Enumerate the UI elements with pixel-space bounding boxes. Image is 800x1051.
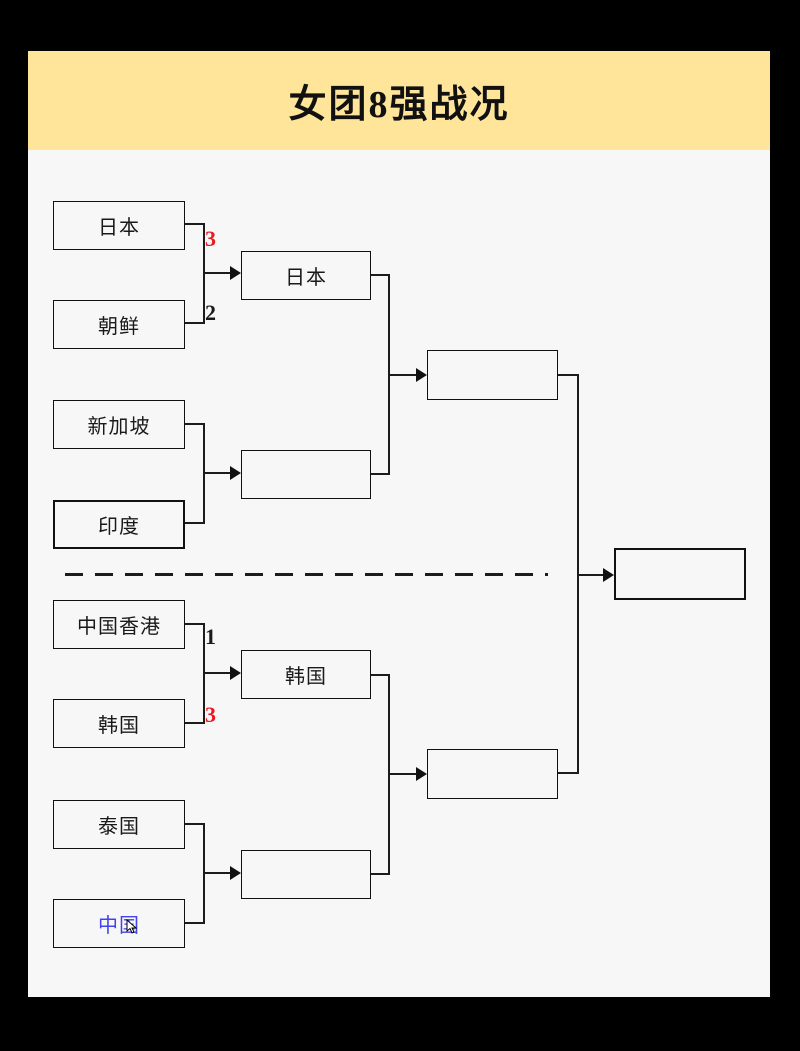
connector-line — [558, 772, 579, 774]
connector-line — [185, 522, 205, 524]
team-label: 朝鲜 — [98, 316, 140, 338]
team-box-south-korea: 韩国 — [53, 699, 185, 748]
team-box-north-korea: 朝鲜 — [53, 300, 185, 349]
arrowhead-icon — [230, 866, 241, 880]
connector-line — [185, 623, 205, 625]
semifinal-box-empty-1 — [241, 450, 371, 499]
connector-line — [185, 722, 205, 724]
team-label: 日本 — [98, 217, 140, 239]
connector-line — [185, 423, 205, 425]
header-band: 女团8强战况 — [28, 51, 770, 150]
team-label: 中国香港 — [77, 616, 161, 638]
team-label: 泰国 — [98, 816, 140, 838]
semifinal-box-korea: 韩国 — [241, 650, 371, 699]
connector-line — [203, 272, 231, 274]
team-label-china: 中国 — [98, 915, 140, 937]
arrowhead-icon — [603, 568, 614, 582]
half-divider-dashed-line — [65, 573, 548, 576]
connector-line — [203, 672, 231, 674]
connector-line — [371, 473, 390, 475]
team-label: 韩国 — [285, 666, 327, 688]
score-south-korea: 3 — [205, 702, 216, 727]
connector-line — [185, 823, 205, 825]
team-box-japan: 日本 — [53, 201, 185, 250]
score-japan: 3 — [205, 226, 216, 251]
team-label: 印度 — [98, 516, 140, 538]
semifinal-winner-box-top — [427, 350, 558, 400]
semifinal-box-empty-2 — [241, 850, 371, 899]
team-box-thailand: 泰国 — [53, 800, 185, 849]
team-label: 新加坡 — [87, 416, 151, 438]
connector-line — [371, 674, 390, 676]
connector-line — [558, 374, 579, 376]
team-box-india: 印度 — [53, 500, 185, 549]
connector-line — [371, 873, 390, 875]
team-box-china: 中国 — [53, 899, 185, 948]
connector-line — [577, 574, 604, 576]
connector-line — [203, 872, 231, 874]
arrowhead-icon — [230, 466, 241, 480]
connector-line — [203, 472, 231, 474]
team-box-singapore: 新加坡 — [53, 400, 185, 449]
connector-line — [371, 274, 390, 276]
semifinal-winner-box-bottom — [427, 749, 558, 799]
team-label: 韩国 — [98, 715, 140, 737]
connector-line — [185, 223, 205, 225]
champion-box — [614, 548, 746, 600]
mouse-cursor-icon — [126, 919, 137, 934]
arrowhead-icon — [230, 666, 241, 680]
arrowhead-icon — [230, 266, 241, 280]
score-north-korea: 2 — [205, 300, 216, 325]
connector-line — [388, 374, 417, 376]
semifinal-box-japan: 日本 — [241, 251, 371, 300]
page-title: 女团8强战况 — [288, 84, 510, 126]
connector-line — [185, 322, 205, 324]
connector-line — [185, 922, 205, 924]
score-hong-kong: 1 — [205, 624, 216, 649]
arrowhead-icon — [416, 368, 427, 382]
team-label: 日本 — [285, 267, 327, 289]
team-box-hong-kong: 中国香港 — [53, 600, 185, 649]
arrowhead-icon — [416, 767, 427, 781]
connector-line — [388, 773, 417, 775]
